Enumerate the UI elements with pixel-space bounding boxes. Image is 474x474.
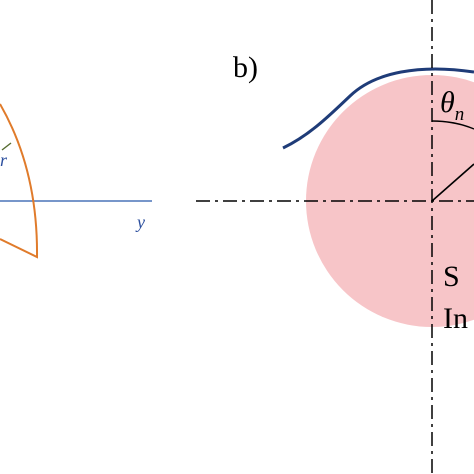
panel-a: r y xyxy=(0,103,152,259)
panel-b-text-line-1: S xyxy=(443,260,460,293)
panel-b: b) θn S In xyxy=(196,0,474,474)
panel-a-r-label: r xyxy=(0,150,8,170)
panel-b-theta-arc xyxy=(431,120,474,130)
panel-a-wedge xyxy=(0,103,39,259)
panel-b-theta-symbol: θ xyxy=(440,86,455,119)
panel-b-text-line-2: In xyxy=(443,302,468,335)
panel-a-radius-tick xyxy=(1,142,12,151)
panel-b-label: b) xyxy=(233,51,258,84)
panel-b-theta-subscript: n xyxy=(455,104,465,125)
panel-b-theta-label: θn xyxy=(440,86,464,125)
panel-b-radius-line xyxy=(431,163,474,202)
panel-a-y-axis-label: y xyxy=(135,212,145,232)
panel-b-boundary-curve xyxy=(282,67,474,150)
